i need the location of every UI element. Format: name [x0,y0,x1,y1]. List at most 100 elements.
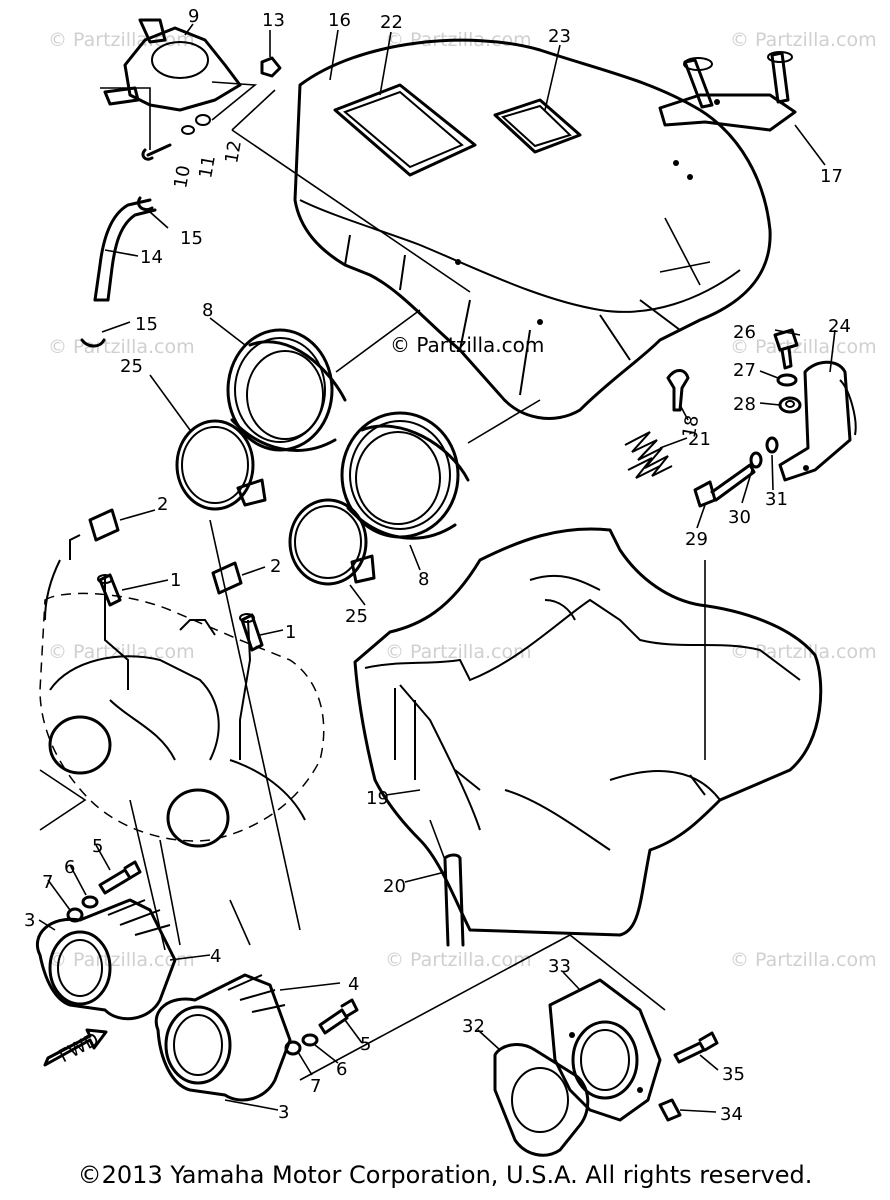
fwd-label: FWD [56,1029,103,1067]
cap-2-left [88,508,120,542]
filter-element-22 [333,83,477,177]
washer-30 [749,451,763,469]
leader-lines [38,23,836,1113]
callout-23: 23 [548,26,571,47]
callout-8-upper: 8 [202,300,213,321]
callout-25-upper: 25 [120,356,143,377]
callout-4-left: 4 [210,946,221,967]
fwd-arrow: FWD [43,1028,108,1067]
callout-6-right: 6 [336,1059,347,1080]
callout-9: 9 [188,6,199,27]
callout-16: 16 [328,10,351,31]
callout-3-left: 3 [24,910,35,931]
bolt-29 [693,463,756,508]
callout-6-left: 6 [64,857,75,878]
callout-32: 32 [462,1016,485,1037]
bracket-17 [658,51,797,132]
rivet-18 [666,369,690,412]
gasket-32 [493,1043,590,1157]
joint-8-upper [226,328,347,452]
callout-5-left: 5 [92,836,103,857]
carb-joint-3-left [35,898,177,1021]
callout-3-right: 3 [278,1102,289,1123]
callout-31: 31 [765,489,788,510]
watermark: © Partzilla.com [48,641,195,663]
callout-4-right: 4 [348,974,359,995]
callout-8-lower: 8 [418,569,429,590]
joint-8-lower [340,411,470,540]
collar-31 [765,436,779,454]
washer-6-left [81,895,99,909]
carburetor-assembly [39,534,325,848]
nut-13 [260,56,282,78]
callout-1-left: 1 [170,570,181,591]
watermark: © Partzilla.com [730,336,877,358]
callout-25-lower: 25 [345,606,368,627]
callout-15-upper: 15 [180,228,203,249]
band-25-upper [175,419,267,511]
screw-5-right [318,998,359,1035]
assembly-lines [39,81,711,1081]
callout-29: 29 [685,529,708,550]
washer-7-right [284,1040,302,1056]
hose-20 [443,853,465,947]
callout-2-right: 2 [270,556,281,577]
callout-28: 28 [733,394,756,415]
callout-7-left: 7 [42,872,53,893]
watermark: © Partzilla.com [385,641,532,663]
screw-35 [673,1031,719,1064]
washer-7-left [66,907,84,923]
callout-12: 12 [221,139,246,165]
callout-10: 10 [170,164,195,190]
callout-33: 33 [548,956,571,977]
callout-26: 26 [733,322,756,343]
callout-5-right: 5 [360,1034,371,1055]
callout-15-lower: 15 [135,314,158,335]
screw-5-left [98,860,142,895]
fuel-cock-assembly [103,18,282,161]
watermark: © Partzilla.com [730,29,877,51]
callout-19: 19 [366,788,389,809]
fuel-hose-assembly [80,196,157,348]
band-25-lower [288,498,376,586]
washer-6-right [301,1033,319,1047]
callout-14: 14 [140,247,163,268]
screw-34 [658,1098,682,1122]
callout-34: 34 [720,1104,743,1125]
cap-1-right [239,613,264,652]
callout-labels: 9 13 16 22 23 17 10 11 12 15 14 15 8 25 … [24,6,851,1125]
callout-1-right: 1 [285,622,296,643]
watermark: © Partzilla.com [730,949,877,971]
copyright-notice: ©2013 Yamaha Motor Corporation, U.S.A. A… [77,1161,813,1189]
callout-27: 27 [733,360,756,381]
callout-35: 35 [722,1064,745,1085]
callout-30: 30 [728,507,751,528]
callout-22: 22 [380,12,403,33]
callout-18: 18 [679,414,704,440]
washer-27 [776,373,798,387]
callout-2-left: 2 [157,494,168,515]
callout-11: 11 [195,154,220,180]
callout-20: 20 [383,876,406,897]
watermark: © Partzilla.com [730,641,877,663]
grommet-28 [778,396,802,414]
cap-2-right [211,561,243,595]
callout-7-right: 7 [310,1076,321,1097]
intake-joint-33 [548,978,662,1122]
watermark: © Partzilla.com [48,336,195,358]
watermark: © Partzilla.com [385,949,532,971]
callout-21: 21 [688,429,711,450]
bracket-24 [778,360,857,482]
spring-21 [624,431,673,479]
watermark-center: © Partzilla.com [390,333,544,357]
filter-element-23 [493,98,582,154]
watermarks: © Partzilla.com © Partzilla.com © Partzi… [48,29,877,971]
watermark: © Partzilla.com [48,949,195,971]
cap-1-left [97,573,122,607]
callout-17: 17 [820,166,843,187]
carb-joint-3-right [154,973,292,1102]
callout-13: 13 [262,10,285,31]
watermark: © Partzilla.com [48,29,195,51]
air-filter-case-cap [293,38,772,420]
